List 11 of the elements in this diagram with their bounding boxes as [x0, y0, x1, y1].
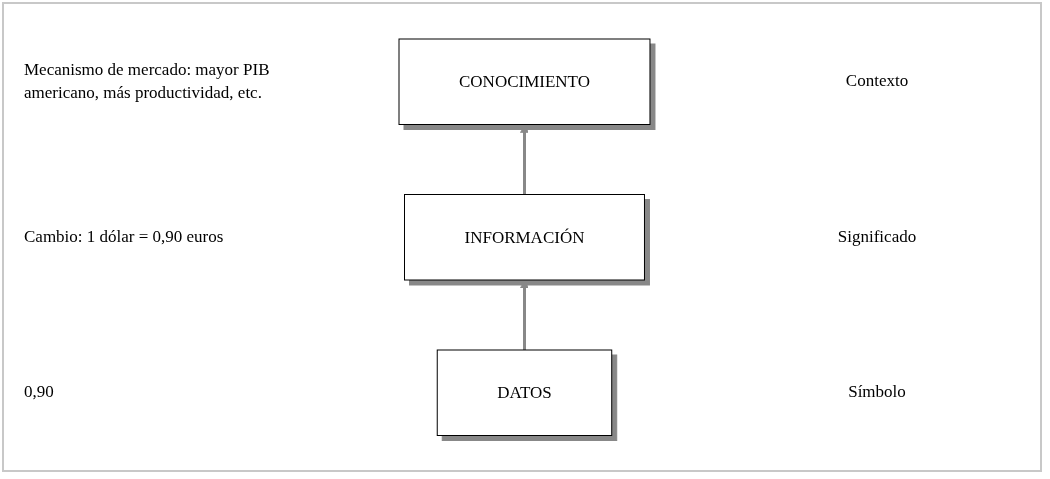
- example-text: 0,90: [24, 380, 54, 403]
- level-label: Significado: [837, 225, 917, 248]
- arrow: [519, 123, 529, 195]
- arrow: [519, 279, 529, 350]
- example-text: Mecanismo de mercado: mayor PIB americano, más productividad, etc.: [24, 58, 271, 104]
- level-box: DATOS: [436, 349, 612, 436]
- level-box: INFORMACIÓN: [403, 193, 645, 281]
- level-label: Contexto: [845, 70, 909, 93]
- level-box: CONOCIMIENTO: [398, 38, 650, 125]
- level-label: Símbolo: [848, 380, 906, 403]
- example-text: Cambio: 1 dólar = 0,90 euros: [24, 225, 224, 248]
